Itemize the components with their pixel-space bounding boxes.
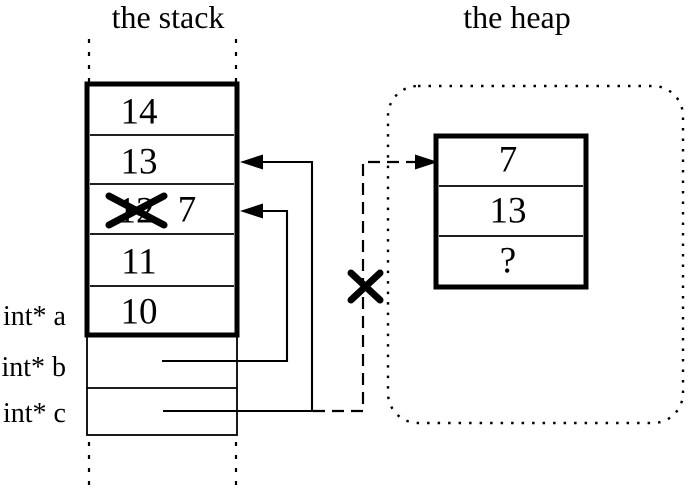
dangling-pointer-cross-icon bbox=[347, 269, 384, 304]
pointer-b-arrowhead-icon bbox=[240, 203, 263, 219]
stack-slot-new-value: 7 bbox=[177, 189, 197, 231]
stack-frame-box bbox=[84, 81, 240, 338]
pointer-b-arrow bbox=[162, 209, 289, 363]
pointer-label-int-b: int* b bbox=[1, 352, 66, 383]
heap-block-box bbox=[433, 133, 589, 290]
heap-title: the heap bbox=[463, 0, 571, 35]
pointer-c-arrowhead-icon bbox=[240, 154, 263, 170]
stack-slot-value: 14 bbox=[120, 91, 158, 133]
stack-slot-value: 11 bbox=[121, 241, 157, 283]
pointer-slots-box bbox=[86, 334, 238, 436]
overwrite-cross-icon bbox=[105, 192, 168, 229]
dangling-pointer-arrowhead-icon bbox=[415, 154, 438, 170]
heap-cell-value: 7 bbox=[498, 139, 518, 181]
pointer-c-arrow bbox=[163, 160, 314, 413]
heap-region-dotted-border bbox=[386, 84, 685, 425]
stack-slot-value: 10 bbox=[120, 291, 158, 333]
heap-cell-value: ? bbox=[499, 240, 517, 282]
heap-cell-value: 13 bbox=[489, 190, 527, 232]
pointer-label-int-a: int* a bbox=[3, 301, 66, 332]
stack-slot-value: 13 bbox=[120, 141, 158, 183]
pointer-label-int-c: int* c bbox=[3, 398, 66, 429]
stack-title: the stack bbox=[111, 0, 225, 35]
